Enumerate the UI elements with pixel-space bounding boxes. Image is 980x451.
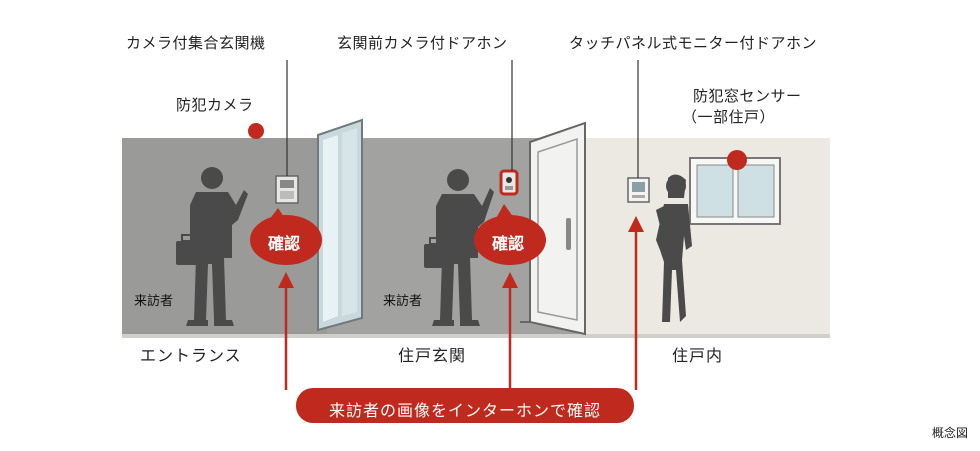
security-camera-icon bbox=[248, 123, 264, 139]
label-door-intercom: 玄関前カメラ付ドアホン bbox=[337, 34, 508, 52]
visitor-label-door: 来訪者 bbox=[383, 294, 423, 309]
confirm-text-entrance: 確認 bbox=[268, 234, 301, 253]
zone-inside: 住戸内 bbox=[672, 346, 724, 365]
door-intercom-button bbox=[505, 186, 513, 190]
floor-strip bbox=[122, 334, 830, 338]
confirm-bubble-entrance bbox=[250, 208, 322, 265]
banner-text: 来訪者の画像をインターホンで確認 bbox=[328, 401, 601, 420]
window-sensor-icon bbox=[727, 150, 747, 170]
monitor-screen bbox=[632, 182, 645, 192]
connector-arrows bbox=[284, 228, 638, 390]
label-monitor-intercom: タッチパネル式モニター付ドアホン bbox=[569, 34, 818, 52]
zone-entrance: エントランス bbox=[140, 346, 242, 365]
zone-front-door: 住戸玄関 bbox=[398, 346, 467, 365]
door-handle bbox=[566, 218, 571, 250]
window-pane-left bbox=[696, 164, 734, 218]
entrance-camera-keys bbox=[280, 191, 294, 199]
visitor-silhouette-entrance bbox=[176, 167, 248, 326]
arrow-heads bbox=[278, 216, 644, 288]
label-entrance-camera: カメラ付集合玄関機 bbox=[126, 34, 266, 52]
monitor-keys bbox=[632, 195, 645, 198]
banner-background bbox=[296, 388, 634, 423]
confirm-text-door: 確認 bbox=[492, 234, 525, 253]
front-door-panel bbox=[537, 137, 578, 321]
visitor-silhouette-door bbox=[424, 169, 494, 326]
glass-door-pane bbox=[323, 135, 338, 322]
label-security-camera: 防犯カメラ bbox=[176, 96, 254, 114]
glass-door-pane-2 bbox=[342, 128, 357, 316]
leader-lines bbox=[286, 60, 639, 178]
concept-note: 概念図 bbox=[931, 426, 968, 440]
label-window-sensor-note: （一部住戸） bbox=[682, 108, 776, 126]
front-door bbox=[529, 121, 586, 336]
door-intercom-lens bbox=[506, 177, 512, 183]
entrance-camera-screen bbox=[280, 180, 294, 188]
visitor-label-entrance: 来訪者 bbox=[134, 294, 174, 309]
resident-silhouette bbox=[656, 174, 692, 322]
window-pane-right bbox=[737, 164, 775, 218]
confirm-bubble-door bbox=[474, 204, 546, 265]
label-window-sensor: 防犯窓センサー bbox=[693, 87, 802, 105]
